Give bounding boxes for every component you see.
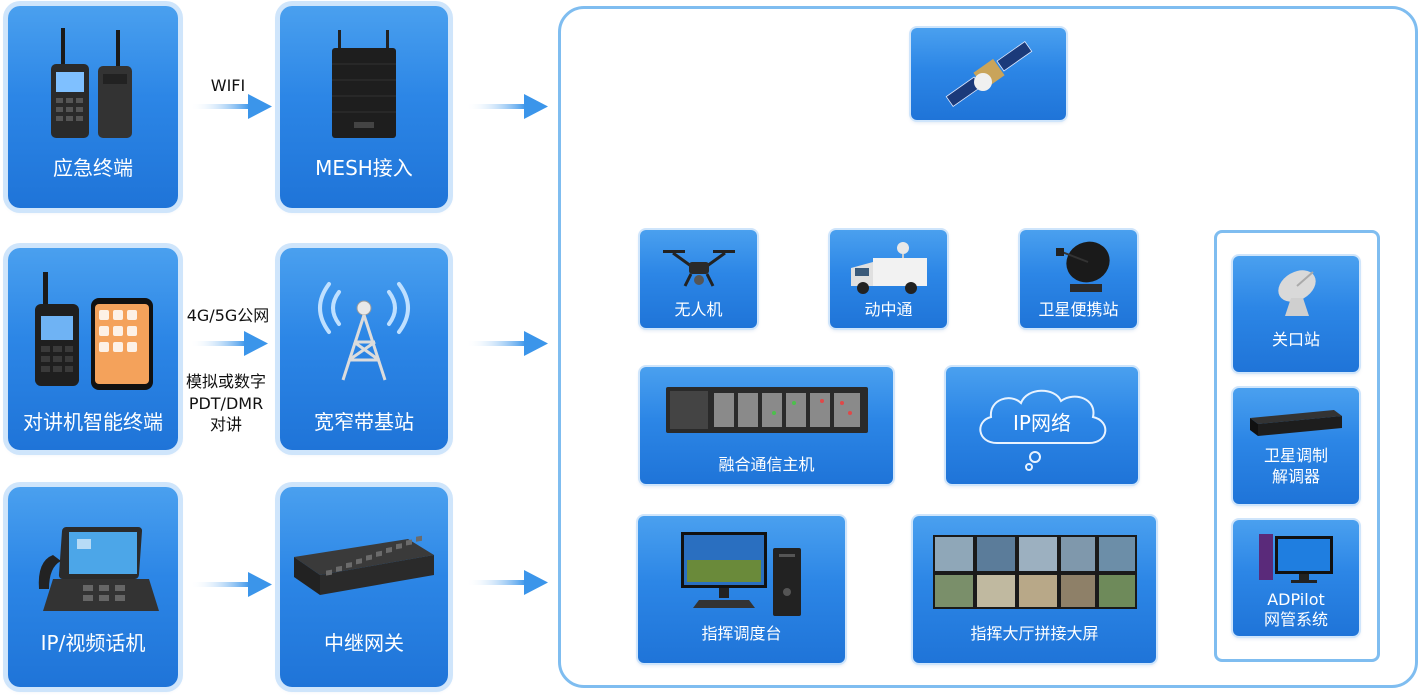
satcom-on-move-tile[interactable]: 动中通: [830, 230, 947, 328]
arrow-left-to-mesh: [190, 94, 272, 119]
comm-vehicle-icon: [850, 242, 927, 294]
fusion-host-label: 融合通信主机: [718, 455, 815, 474]
satcom-on-move-label: 动中通: [864, 300, 913, 319]
desk-video-phone-icon: [38, 527, 159, 611]
adpilot-label-line1: ADPilot: [1267, 590, 1325, 609]
adpilot-tile[interactable]: ADPilot 网管系统: [1233, 520, 1359, 636]
analog-digital-line2: PDT/DMR: [188, 394, 264, 413]
broadband-base-station-tile[interactable]: 宽窄带基站: [280, 248, 448, 450]
satellite-modem-tile[interactable]: 卫星调制 解调器: [1233, 388, 1359, 504]
video-wall-icon: [932, 535, 1137, 609]
satellite-dish-icon: [1055, 241, 1110, 292]
arrow-left-to-basestation: [190, 331, 268, 356]
mesh-access-label: MESH接入: [315, 156, 413, 180]
cloud-icon: [979, 389, 1107, 471]
adpilot-label-line2: 网管系统: [1263, 610, 1328, 629]
ip-video-phone-label: IP/视频话机: [40, 631, 146, 655]
gateway-station-tile[interactable]: 关口站: [1233, 256, 1359, 372]
ip-network-tile[interactable]: IP网络: [946, 367, 1138, 484]
portable-satellite-station-tile[interactable]: 卫星便携站: [1020, 230, 1137, 328]
drone-tile[interactable]: 无人机: [640, 230, 757, 328]
command-hall-screen-tile[interactable]: 指挥大厅拼接大屏: [913, 516, 1156, 663]
rugged-phones-icon: [51, 28, 132, 138]
arrow-mesh-to-panel: [466, 94, 548, 119]
dispatch-console-tile[interactable]: 指挥调度台: [638, 516, 845, 663]
broadband-base-station-label: 宽窄带基站: [314, 410, 414, 434]
arrow-basestation-to-panel: [466, 331, 548, 356]
drone-icon: [662, 250, 735, 287]
ground-antenna-icon: [1278, 270, 1316, 316]
walkie-smart-terminal-label: 对讲机智能终端: [23, 410, 163, 434]
signal-tower-icon: [318, 282, 410, 381]
rack-host-icon: [665, 387, 868, 433]
command-hall-screen-label: 指挥大厅拼接大屏: [970, 624, 1099, 643]
arrow-relay-to-panel: [466, 570, 548, 595]
pc-workstation-icon: [1259, 534, 1333, 583]
ip-network-label: IP网络: [1013, 411, 1071, 435]
ip-video-phone-tile[interactable]: IP/视频话机: [8, 487, 178, 687]
satellite-modem-label-line2: 解调器: [1271, 467, 1320, 486]
portable-satellite-station-label: 卫星便携站: [1038, 300, 1119, 319]
desktop-computer-icon: [680, 532, 801, 616]
network-switch-icon: [294, 535, 434, 595]
public-network-link-label: 4G/5G公网: [186, 306, 270, 325]
satellite-icon: [945, 40, 1032, 108]
dispatch-console-label: 指挥调度台: [701, 624, 782, 643]
rack-modem-icon: [1250, 410, 1342, 436]
walkie-smart-terminal-tile[interactable]: 对讲机智能终端: [8, 248, 178, 450]
satellite-modem-label-line1: 卫星调制: [1263, 446, 1328, 465]
emergency-terminal-tile[interactable]: 应急终端: [8, 6, 178, 208]
mesh-radio-icon: [332, 30, 396, 138]
emergency-terminal-label: 应急终端: [53, 156, 133, 180]
fusion-host-tile[interactable]: 融合通信主机: [640, 367, 893, 484]
relay-gateway-label: 中继网关: [324, 631, 404, 655]
mesh-access-tile[interactable]: MESH接入: [280, 6, 448, 208]
arrow-left-to-relay: [190, 572, 272, 597]
analog-digital-line3: 对讲: [209, 415, 242, 434]
wifi-link-label: WIFI: [210, 76, 246, 95]
walkie-talkie-smartphone-icon: [35, 272, 153, 390]
satellite-tile[interactable]: [911, 28, 1066, 120]
relay-gateway-tile[interactable]: 中继网关: [280, 487, 448, 687]
analog-digital-line1: 模拟或数字: [185, 372, 266, 391]
gateway-station-label: 关口站: [1271, 330, 1320, 349]
drone-label: 无人机: [674, 300, 723, 319]
